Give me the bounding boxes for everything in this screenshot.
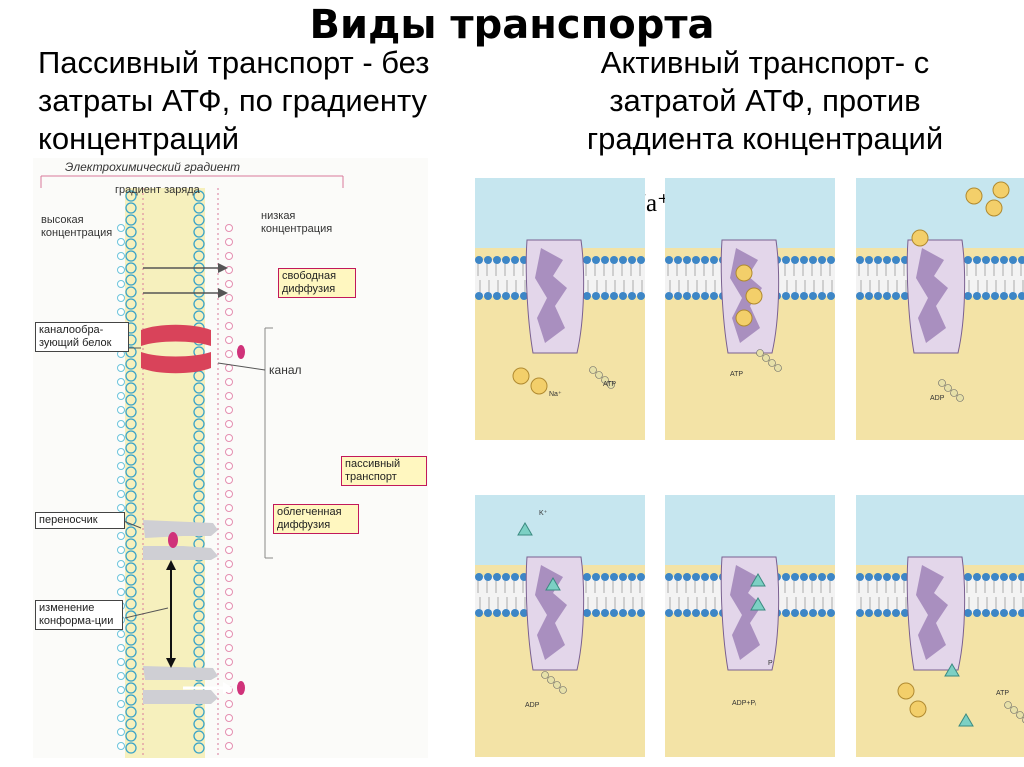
high-concentration-label: высокая концентрация bbox=[41, 214, 113, 239]
pump-frame-5: P ADP+Pᵢ bbox=[665, 495, 835, 757]
small-label: ADP+Pᵢ bbox=[732, 700, 756, 707]
phosphate bbox=[944, 384, 952, 392]
phosphate bbox=[950, 389, 958, 397]
lipid-bilayer bbox=[125, 188, 205, 758]
small-label: ATP bbox=[730, 371, 743, 378]
pump-protein bbox=[525, 556, 585, 671]
pump-protein bbox=[525, 239, 585, 354]
phosphate bbox=[956, 394, 964, 402]
phosphate bbox=[1016, 711, 1024, 719]
pump-frame-2: ATP bbox=[665, 178, 835, 440]
conformation-change-label: изменение конформа-ции bbox=[35, 600, 123, 630]
active-heading: Активный транспорт- с затратой АТФ, прот… bbox=[586, 45, 944, 156]
small-label: P bbox=[768, 660, 773, 667]
pump-frame-6: ATP bbox=[856, 495, 1024, 757]
phosphate bbox=[768, 359, 776, 367]
phosphate bbox=[589, 366, 597, 374]
phosphate bbox=[541, 671, 549, 679]
charge-gradient-label: градиент заряда bbox=[115, 184, 200, 196]
phosphate bbox=[1010, 706, 1018, 714]
k-ion bbox=[750, 597, 766, 611]
phosphate bbox=[607, 381, 615, 389]
channel-label: канал bbox=[269, 363, 302, 377]
small-label: Na⁺ bbox=[549, 391, 562, 398]
free-diffusion-label: свободная диффузия bbox=[278, 268, 356, 298]
ion bbox=[911, 229, 929, 247]
k-ion bbox=[750, 573, 766, 587]
k-ion bbox=[545, 577, 561, 591]
carrier-protein-bottom bbox=[143, 666, 218, 704]
phosphate bbox=[559, 686, 567, 694]
passive-heading: Пассивный транспорт - без затраты АТФ, п… bbox=[38, 45, 430, 156]
pump-frame-1: Na⁺ ATP bbox=[475, 178, 645, 440]
k-ion bbox=[517, 522, 533, 536]
phosphate bbox=[762, 354, 770, 362]
k-ion bbox=[944, 663, 960, 677]
carrier-protein-top bbox=[143, 520, 218, 560]
ion bbox=[735, 309, 753, 327]
ion bbox=[530, 377, 548, 395]
ion bbox=[992, 181, 1010, 199]
ion bbox=[909, 700, 927, 718]
phosphate bbox=[547, 676, 555, 684]
phosphate bbox=[774, 364, 782, 372]
page-title: Виды транспорта bbox=[309, 2, 715, 48]
carrier-label: переносчик bbox=[35, 512, 125, 529]
ion bbox=[735, 264, 753, 282]
facilitated-diffusion-label: облегченная диффузия bbox=[273, 504, 359, 534]
channel-protein-label: каналообра-зующий белок bbox=[35, 322, 129, 352]
passive-diagram: Электрохимический градиент градиент заря… bbox=[33, 158, 428, 758]
phosphate bbox=[553, 681, 561, 689]
small-label: ADP bbox=[930, 395, 945, 402]
pump-frame-4: K⁺ ADP bbox=[475, 495, 645, 757]
channel-protein bbox=[141, 324, 211, 374]
membrane-illustration bbox=[40, 175, 344, 758]
ion bbox=[985, 199, 1003, 217]
k-ion bbox=[958, 713, 974, 727]
small-label: ATP bbox=[603, 381, 616, 388]
electrochemical-gradient-label: Электрохимический градиент bbox=[65, 160, 241, 174]
low-concentration-label: низкая концентрация bbox=[261, 210, 333, 235]
pump-frame-3: ADP bbox=[856, 178, 1024, 440]
ion bbox=[965, 187, 983, 205]
ion bbox=[897, 682, 915, 700]
passive-transport-label: пассивный транспорт bbox=[341, 456, 427, 486]
small-label: ATP bbox=[996, 690, 1009, 697]
pump-protein bbox=[906, 556, 966, 671]
phosphate bbox=[1004, 701, 1012, 709]
phosphate bbox=[595, 371, 603, 379]
phosphate bbox=[938, 379, 946, 387]
small-label: ADP bbox=[525, 702, 540, 709]
ion bbox=[745, 287, 763, 305]
small-label: K⁺ bbox=[539, 510, 548, 517]
pump-protein bbox=[906, 239, 966, 354]
phosphate bbox=[756, 349, 764, 357]
pump-protein bbox=[720, 556, 780, 671]
ion bbox=[512, 367, 530, 385]
phosphate bbox=[601, 376, 609, 384]
